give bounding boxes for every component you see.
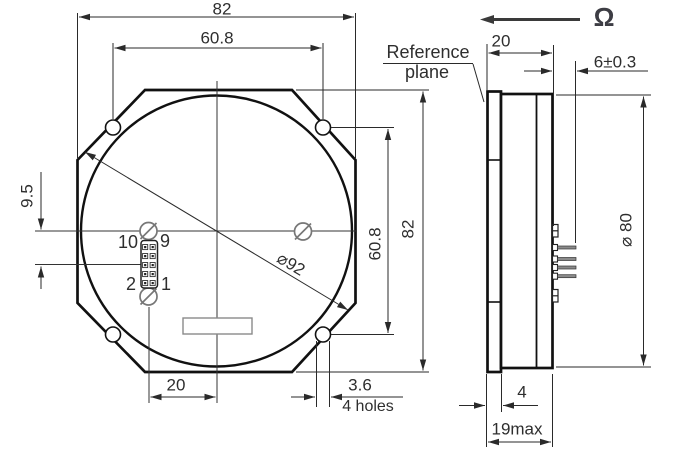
pin-label-1: 1 xyxy=(160,274,172,294)
dim-line-corner-diameter xyxy=(84,151,349,311)
dim-body-diameter: ⌀ 80 xyxy=(616,213,636,247)
pin xyxy=(557,274,577,279)
pin-label-9: 9 xyxy=(159,231,171,251)
screw-icon xyxy=(139,221,158,241)
dim-height-right: 82 xyxy=(398,219,418,239)
dim-connector-offset-v: 9.5 xyxy=(17,184,37,208)
side-view xyxy=(383,15,651,447)
pin-label-10: 10 xyxy=(117,232,139,252)
mounting-hole-bottom-left xyxy=(104,326,122,343)
dim-pin-length: 6±0.3 xyxy=(593,52,637,72)
reference-plane-leader xyxy=(472,63,485,103)
screw-icon xyxy=(293,222,313,241)
reference-plane-label-line1: Reference xyxy=(386,42,470,62)
connector-header xyxy=(140,239,159,289)
side-dimensions xyxy=(383,44,651,447)
mounting-hole-bottom-right xyxy=(314,326,332,343)
pin xyxy=(557,245,577,250)
pin xyxy=(557,257,577,261)
pin xyxy=(557,265,577,270)
dim-width-top: 82 xyxy=(212,0,232,19)
pin-label-2: 2 xyxy=(125,274,137,294)
rear-screw-heads xyxy=(551,223,559,303)
dim-hole-pitch-right: 60.8 xyxy=(365,227,385,261)
dim-max-depth: 19max xyxy=(491,419,543,439)
note-hole-count: 4 holes xyxy=(342,398,394,415)
rotation-rate-symbol: Ω xyxy=(593,2,615,32)
reference-plane-label-line2: plane xyxy=(404,62,450,82)
rotation-arrow xyxy=(480,15,580,24)
mounting-hole-top-right xyxy=(314,119,332,136)
dim-flange-thickness: 4 xyxy=(517,382,527,402)
front-dimensions xyxy=(37,13,429,407)
side-body xyxy=(499,92,554,370)
dim-hole-diameter: 3.6 xyxy=(348,375,372,395)
mounting-hole-top-left xyxy=(104,119,122,136)
screw-icon xyxy=(139,287,158,306)
side-flange xyxy=(486,90,503,374)
front-view xyxy=(35,13,429,407)
connector-pins-side xyxy=(551,243,577,280)
dim-depth: 20 xyxy=(491,31,511,51)
mounting-holes xyxy=(104,119,332,343)
dim-hole-pitch-top: 60.8 xyxy=(200,28,234,48)
label-plate xyxy=(182,317,253,335)
dim-connector-offset-h: 20 xyxy=(166,375,186,395)
